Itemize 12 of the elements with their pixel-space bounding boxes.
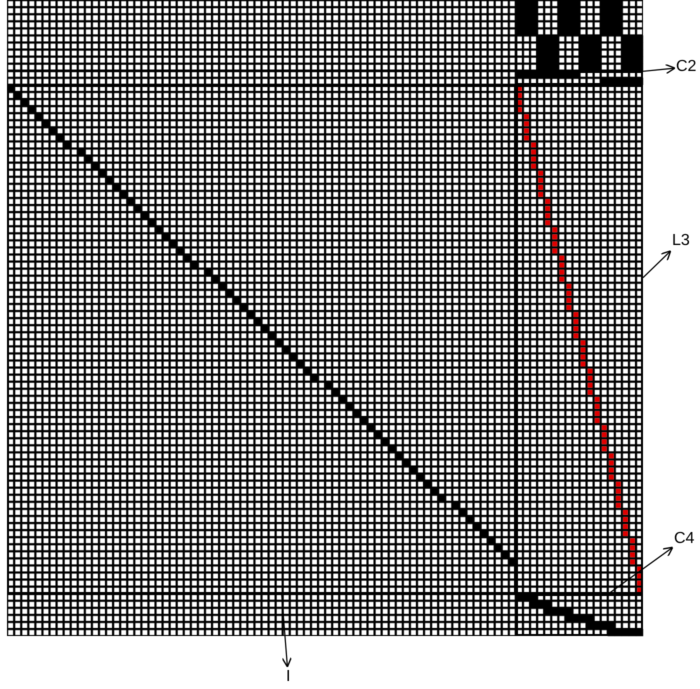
matrix-block <box>7 84 516 594</box>
matrix-block <box>516 84 643 594</box>
matrix-block <box>516 594 643 636</box>
matrix-block <box>516 70 643 85</box>
leader-arrow <box>608 546 674 594</box>
part-label: I <box>286 668 290 686</box>
part-label: L3 <box>672 232 690 250</box>
part-label: C2 <box>676 58 696 76</box>
part-label: C4 <box>674 530 694 548</box>
leader-arrow <box>281 594 292 668</box>
leader-arrow <box>642 64 676 74</box>
leader-arrow <box>642 250 672 278</box>
